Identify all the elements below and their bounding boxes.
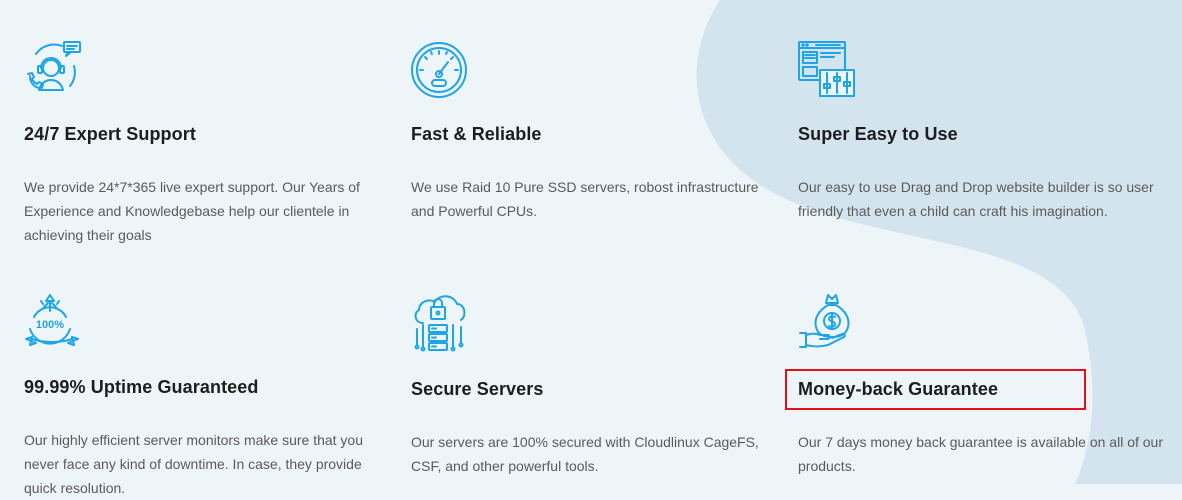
uptime-badge-text: 100%: [36, 319, 64, 331]
uptime-badge-icon: 100%: [24, 293, 84, 353]
feature-description: Our 7 days money back guarantee is avail…: [798, 434, 1163, 474]
website-builder-icon: [798, 40, 858, 100]
feature-money-back: Money-back Guarantee Our 7 days money ba…: [798, 293, 1168, 474]
feature-fast-reliable: Fast & Reliable We use Raid 10 Pure SSD …: [411, 40, 781, 219]
support-headset-icon: [24, 40, 84, 100]
feature-title: Super Easy to Use: [798, 124, 958, 144]
feature-easy-to-use: Super Easy to Use Our easy to use Drag a…: [798, 40, 1168, 219]
feature-description: Our highly efficient server monitors mak…: [24, 432, 364, 496]
feature-expert-support: 24/7 Expert Support We provide 24*7*365 …: [24, 40, 394, 243]
feature-title: 99.99% Uptime Guaranteed: [24, 377, 259, 397]
feature-description: We provide 24*7*365 live expert support.…: [24, 179, 360, 243]
feature-title: Secure Servers: [411, 379, 544, 399]
feature-description: We use Raid 10 Pure SSD servers, robost …: [411, 179, 759, 219]
background-blob: [696, 0, 1182, 484]
feature-secure-servers: Secure Servers Our servers are 100% secu…: [411, 293, 781, 474]
feature-uptime: 100% 99.99% Uptime Guaranteed Our highly…: [24, 293, 394, 496]
feature-title: Fast & Reliable: [411, 124, 542, 144]
feature-description: Our easy to use Drag and Drop website bu…: [798, 179, 1154, 219]
feature-title: Money-back Guarantee: [798, 379, 999, 399]
highlight-box: [785, 369, 1086, 410]
feature-description: Our servers are 100% secured with Cloudl…: [411, 434, 759, 474]
feature-title: 24/7 Expert Support: [24, 124, 196, 144]
money-bag-hand-icon: [798, 293, 858, 353]
speedometer-icon: [411, 40, 471, 100]
secure-server-icon: [411, 293, 471, 353]
